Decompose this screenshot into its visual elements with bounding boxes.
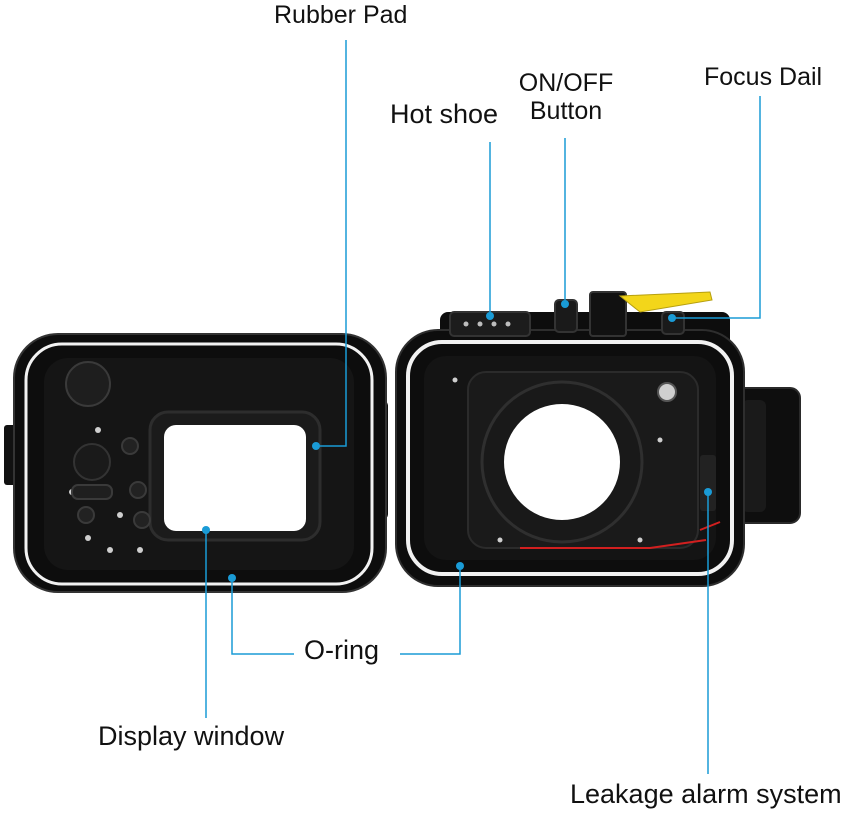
on-off-label-line1: ON/OFF bbox=[518, 69, 614, 97]
rubber-pad-leader bbox=[316, 40, 347, 447]
focus-dial-leader bbox=[672, 96, 761, 319]
focus-dial-label: Focus Dail bbox=[704, 63, 823, 91]
housing-door bbox=[4, 333, 388, 593]
o-ring-leader-right bbox=[400, 566, 461, 655]
focus-dial-lever bbox=[589, 291, 713, 337]
door-o-ring bbox=[24, 342, 374, 586]
display-window-label: Display window bbox=[98, 721, 285, 751]
on-off-label-line2: Button bbox=[529, 96, 603, 125]
display-window bbox=[164, 425, 306, 531]
body-o-ring bbox=[406, 340, 734, 576]
on-off-button bbox=[554, 299, 578, 333]
on-off-label: ON/OFF Button bbox=[518, 69, 614, 125]
rubber-pad-label: Rubber Pad bbox=[274, 1, 408, 29]
leakage-alarm-label: Leakage alarm system bbox=[570, 779, 842, 809]
o-ring-leader-left bbox=[231, 578, 294, 655]
housing-body bbox=[395, 312, 801, 587]
leader-lines bbox=[205, 40, 761, 774]
alarm-wire bbox=[520, 539, 707, 549]
hot-shoe-label: Hot shoe bbox=[390, 99, 499, 129]
lens-port bbox=[504, 404, 620, 520]
door-knob bbox=[65, 361, 111, 407]
o-ring-label: O-ring bbox=[304, 635, 380, 665]
leader-dots bbox=[202, 300, 712, 582]
